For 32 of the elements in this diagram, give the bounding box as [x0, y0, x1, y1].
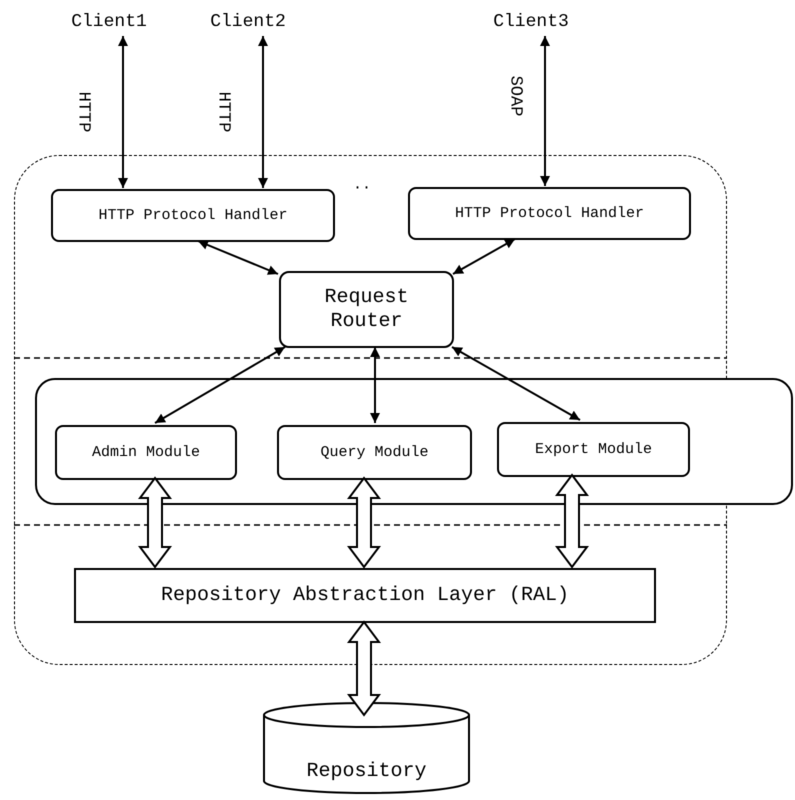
process-box [277, 425, 472, 480]
node-label: Repository [306, 760, 427, 783]
arrow [540, 36, 550, 186]
arrow [370, 347, 380, 423]
node-label: Export Module [534, 441, 652, 458]
node-label: Admin Module [92, 444, 200, 461]
process-box [279, 271, 454, 348]
double-block-arrow [555, 473, 589, 569]
double-block-arrow [347, 620, 381, 717]
node-label: Request Router [323, 286, 410, 334]
arrow [258, 36, 268, 188]
module-panel [35, 378, 793, 505]
arrow [198, 240, 278, 275]
client-label: Client2 [210, 12, 286, 32]
double-block-arrow [347, 476, 381, 569]
ellipsis-label: .. [353, 176, 371, 194]
process-box [408, 187, 691, 240]
arrow [452, 346, 580, 421]
process-box [497, 422, 690, 477]
node-label: Query Module [320, 444, 429, 461]
process-box [51, 189, 335, 242]
double-block-arrow [138, 476, 172, 569]
process-box [55, 425, 237, 480]
process-box [74, 568, 656, 623]
node-label: HTTP Protocol Handler [98, 207, 288, 224]
client-label: Client3 [493, 12, 569, 32]
arrow [452, 238, 516, 275]
arrow [154, 346, 286, 424]
node-label: HTTP Protocol Handler [454, 205, 644, 222]
client-label: Client1 [71, 12, 147, 32]
node-label: Repository Abstraction Layer (RAL) [160, 584, 570, 607]
arrow [118, 36, 128, 188]
